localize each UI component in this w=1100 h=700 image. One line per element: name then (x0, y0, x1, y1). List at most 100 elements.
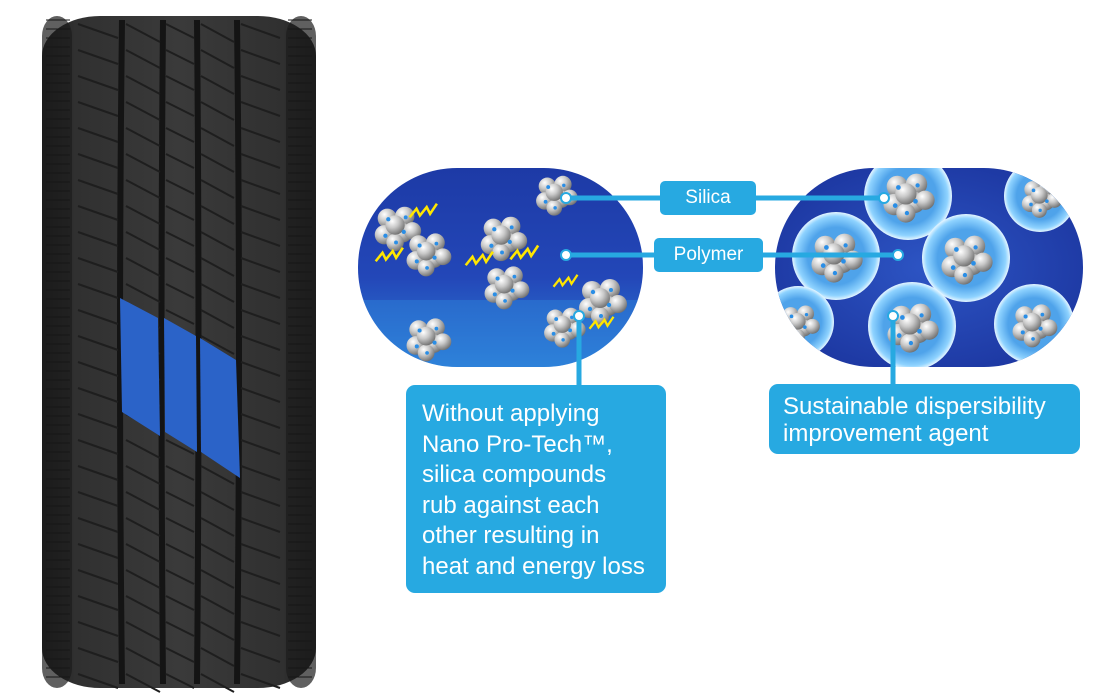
tread-sipe (200, 595, 235, 615)
tread-sipe (200, 673, 235, 693)
tread-sipe (240, 413, 281, 429)
tread-sipe (165, 491, 195, 507)
tread-sipe (240, 387, 281, 403)
tread-sipe (240, 153, 281, 169)
tread-sipe (125, 127, 161, 147)
tread-sipe (200, 543, 235, 563)
tread-sipe (77, 647, 119, 663)
silica-label-text: Silica (685, 187, 731, 208)
caption-line: Sustainable dispersibility (783, 393, 1046, 420)
tread-sipe (240, 257, 281, 273)
tread-sipe (125, 491, 161, 511)
tread-sipe (77, 205, 119, 221)
tread-sipe (240, 127, 281, 143)
coated-silica (922, 214, 1010, 302)
tread-sipe (165, 153, 195, 169)
tread-sipe (240, 283, 281, 299)
tread-sipe (165, 595, 195, 611)
tread-sipe (165, 75, 195, 91)
tread-sipe (200, 569, 235, 589)
tread-sipe (165, 309, 195, 325)
tread-sipe (77, 465, 119, 481)
tread-highlight (120, 298, 240, 478)
tread-sipe (240, 647, 281, 663)
tread-sipe (125, 205, 161, 225)
tread-sipe (77, 517, 119, 533)
tread-sipe (240, 231, 281, 247)
tread-sipe (77, 75, 119, 91)
tread-sipe (125, 595, 161, 615)
tread-sipe (125, 231, 161, 251)
tread-sipe (240, 569, 281, 585)
tread-sipe (240, 179, 281, 195)
tread-sipe (200, 309, 235, 329)
tread-sipe (125, 647, 161, 667)
tread-sipe (200, 257, 235, 277)
tread-sipe (125, 621, 161, 641)
tread-sipe (77, 257, 119, 273)
tread-sipe (165, 257, 195, 273)
tread-sipe (165, 543, 195, 559)
tread-sipe (200, 621, 235, 641)
tread-sipe (77, 387, 119, 403)
tread-sipe (77, 101, 119, 117)
tread-sipe (77, 439, 119, 455)
tread-sipe (77, 543, 119, 559)
caption-line: Without applying (422, 400, 600, 427)
tread-sipe (165, 23, 195, 39)
tread-sipe (165, 179, 195, 195)
tread-sipe (165, 127, 195, 143)
tread-sipe (77, 179, 119, 195)
tread-sipe (240, 517, 281, 533)
tread-sipe (200, 127, 235, 147)
caption-line: Nano Pro-Tech™, (422, 430, 613, 458)
tread-sipe (200, 231, 235, 251)
tread-sipe (125, 543, 161, 563)
tread-sipe (165, 673, 195, 689)
tire-illustration (42, 16, 316, 693)
tread-sipe (240, 595, 281, 611)
tread-sipe (165, 517, 195, 533)
tread-sipe (125, 283, 161, 303)
tread-sipe (165, 621, 195, 637)
tread-sipe (125, 23, 161, 43)
caption-line: silica compounds (422, 461, 607, 488)
tread-sipe (200, 101, 235, 121)
caption-line: rub against each (422, 491, 600, 519)
tread-sipe (77, 491, 119, 507)
tread-sipe (77, 595, 119, 611)
tread-sipe (200, 491, 235, 511)
tread-sipe (200, 647, 235, 667)
tread-sipe (240, 621, 281, 637)
tread-sipe (77, 153, 119, 169)
tire-grooves (117, 19, 242, 685)
tread-sipe (77, 335, 119, 351)
tread-sipe (240, 205, 281, 221)
tread-sipe (77, 569, 119, 585)
tread-sipe (125, 49, 161, 69)
tread-sipe (77, 49, 119, 65)
tread-sipe (200, 75, 235, 95)
tread-sipe (77, 621, 119, 637)
tread-sipe (77, 361, 119, 377)
tread-sipe (165, 49, 195, 65)
tread-sipe (77, 283, 119, 299)
tread-sipe (125, 517, 161, 537)
tread-sipe (200, 283, 235, 303)
tread-sipe (77, 127, 119, 143)
tread-sipe (125, 465, 161, 485)
coated-silica (868, 282, 956, 367)
tread-sipe (165, 205, 195, 221)
caption-line: improvement agent (783, 420, 989, 447)
polymer-label-text: Polymer (673, 244, 744, 265)
tread-sipe (125, 75, 161, 95)
tread-sipe (165, 101, 195, 117)
tread-sipe (240, 335, 281, 351)
tread-sipe (165, 231, 195, 247)
tread-sipe (240, 491, 281, 507)
tread-sipe (200, 49, 235, 69)
tread-sipe (77, 413, 119, 429)
tread-sipe (200, 23, 235, 43)
tread-sipe (125, 153, 161, 173)
